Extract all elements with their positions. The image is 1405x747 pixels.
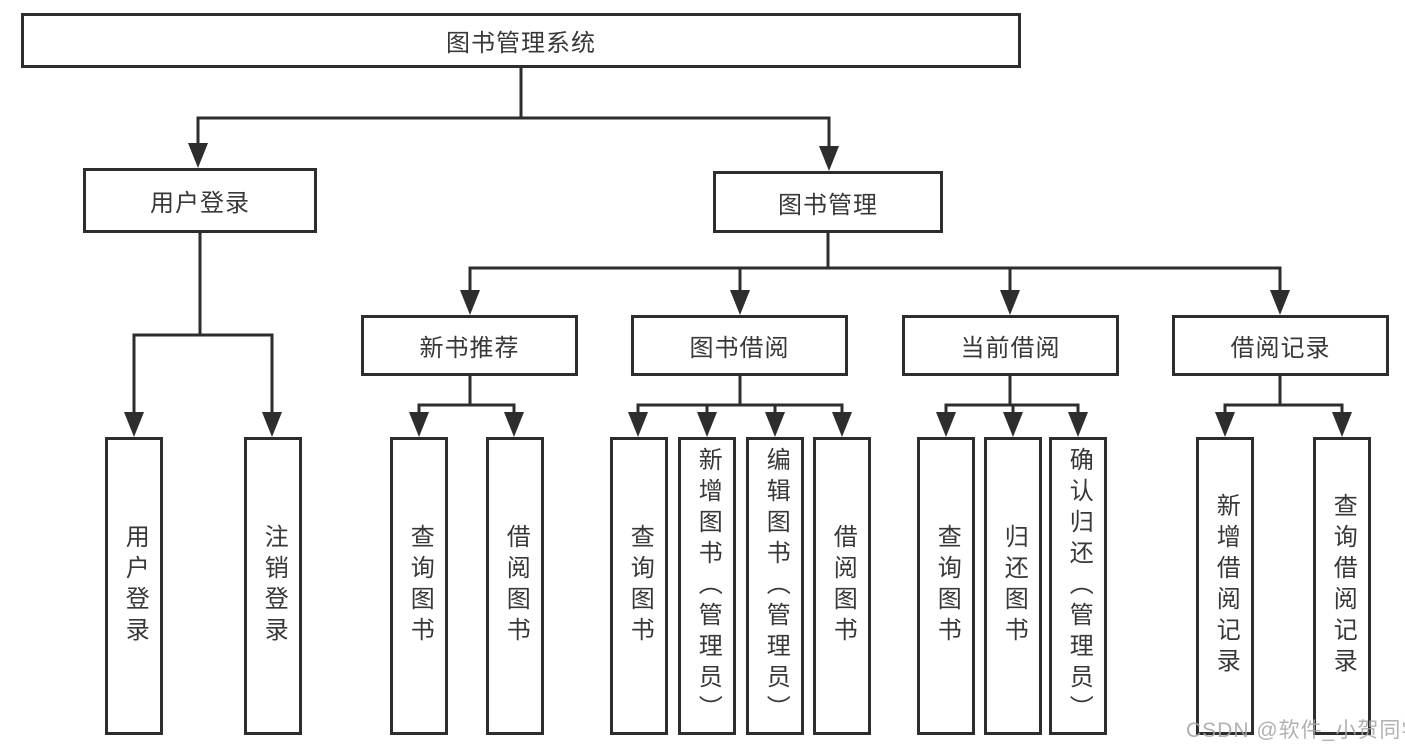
- leaf-edit-books-admin: 编辑图书（管理员）: [746, 437, 804, 735]
- leaf-return-books: 归还图书: [984, 437, 1042, 735]
- leaf-add-borrow-record: 新增借阅记录: [1196, 437, 1254, 735]
- arrow-down-icons: [124, 143, 1352, 437]
- leaf-add-books-admin-label: 新增图书（管理员）: [694, 446, 722, 726]
- leaf-user-login: 用户登录: [105, 437, 163, 735]
- node-book-borrowing-label: 图书借阅: [689, 335, 790, 362]
- leaf-confirm-return-admin: 确认归还（管理员）: [1049, 437, 1107, 735]
- leaf-add-borrow-record-label: 新增借阅记录: [1212, 493, 1240, 679]
- leaf-return-books-label: 归还图书: [1000, 524, 1028, 648]
- leaf-borrow-books-label: 借阅图书: [829, 524, 857, 648]
- csdn-watermark: CSDN @软件_小贺同学: [1186, 719, 1405, 742]
- node-current-borrowing: 当前借阅: [902, 315, 1119, 376]
- node-borrowing-records: 借阅记录: [1172, 315, 1389, 376]
- leaf-confirm-return-admin-label: 确认归还（管理员）: [1065, 446, 1093, 726]
- node-borrowing-records-label: 借阅记录: [1230, 335, 1331, 362]
- leaf-query-books-current-label: 查询图书: [933, 524, 961, 648]
- leaf-add-books-admin: 新增图书（管理员）: [678, 437, 736, 735]
- leaf-query-books-recommend: 查询图书: [390, 437, 448, 735]
- leaf-logout: 注销登录: [244, 437, 302, 735]
- leaf-borrow-books: 借阅图书: [813, 437, 871, 735]
- leaf-query-books-borrowing: 查询图书: [610, 437, 668, 735]
- node-book-borrowing: 图书借阅: [631, 315, 848, 376]
- node-new-book-recommendation: 新书推荐: [361, 315, 578, 376]
- node-book-management: 图书管理: [713, 171, 943, 233]
- leaf-user-login-label: 用户登录: [121, 524, 149, 648]
- node-user-login-label: 用户登录: [150, 190, 250, 217]
- leaf-query-books-current: 查询图书: [917, 437, 975, 735]
- leaf-query-books-recommend-label: 查询图书: [406, 524, 434, 648]
- node-library-management-system: 图书管理系统: [21, 13, 1021, 68]
- leaf-query-borrow-record: 查询借阅记录: [1313, 437, 1371, 735]
- leaf-query-borrow-record-label: 查询借阅记录: [1329, 493, 1357, 679]
- node-current-borrowing-label: 当前借阅: [960, 335, 1061, 362]
- node-library-management-system-label: 图书管理系统: [446, 30, 596, 57]
- node-book-management-label: 图书管理: [778, 191, 878, 219]
- leaf-edit-books-admin-label: 编辑图书（管理员）: [762, 446, 790, 726]
- node-user-login: 用户登录: [83, 168, 317, 233]
- leaf-query-books-borrowing-label: 查询图书: [626, 524, 654, 648]
- leaf-borrow-books-recommend-label: 借阅图书: [502, 524, 530, 648]
- leaf-logout-label: 注销登录: [260, 524, 288, 648]
- leaf-borrow-books-recommend: 借阅图书: [486, 437, 544, 735]
- node-new-book-recommendation-label: 新书推荐: [419, 335, 520, 362]
